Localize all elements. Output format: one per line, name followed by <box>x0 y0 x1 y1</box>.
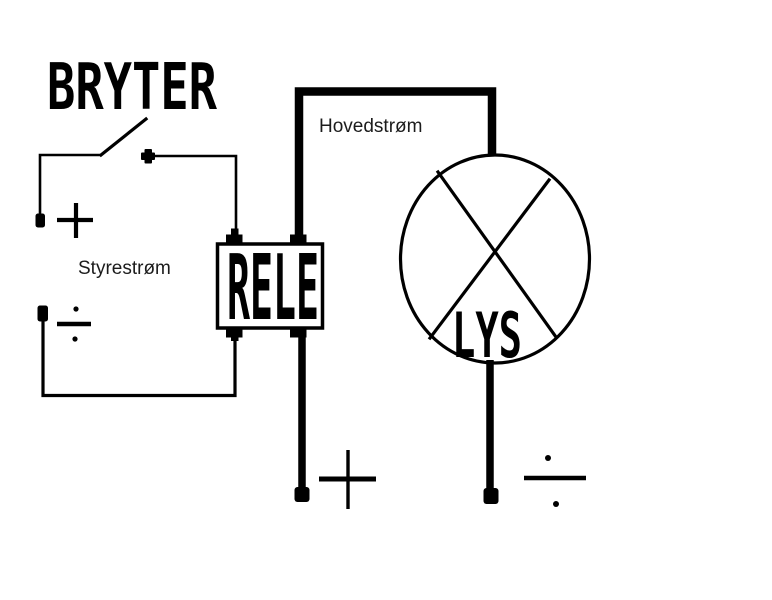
control-circuit <box>35 116 238 398</box>
main-minus-icon <box>524 455 586 507</box>
main-current-label: Hovedstrøm <box>319 116 422 137</box>
switch-blade <box>98 116 149 158</box>
wire-switch-left <box>38 153 101 216</box>
positive-feed-endpoint <box>294 487 310 502</box>
lamp-label: LYS <box>452 299 522 372</box>
main-plus-icon <box>319 450 376 509</box>
wire-relay-to-lamp <box>294 87 497 241</box>
relay-label: RELE <box>227 236 319 341</box>
relay: RELE <box>215 228 325 341</box>
battery-positive-terminal <box>35 213 45 228</box>
wire-switch-to-relay <box>153 154 238 241</box>
switch-label: BRYTER <box>47 51 217 125</box>
lamp-x-stroke-2 <box>427 177 552 341</box>
control-current-label: Styrestrøm <box>78 258 171 279</box>
lamp-circle <box>398 153 592 365</box>
negative-feed-endpoint <box>483 488 499 504</box>
lamp: LYS <box>398 153 592 372</box>
relay-box <box>215 242 325 330</box>
relay-terminal-bottom-left <box>226 327 243 341</box>
switch-node <box>141 149 155 164</box>
battery-negative-terminal <box>37 305 48 322</box>
battery-plus-icon <box>57 203 93 238</box>
lamp-x-stroke-1 <box>435 169 559 340</box>
battery-minus-icon <box>57 306 91 342</box>
main-circuit <box>294 87 586 509</box>
wire-battery-to-relay <box>41 319 237 398</box>
relay-terminal-top-left <box>226 228 243 245</box>
